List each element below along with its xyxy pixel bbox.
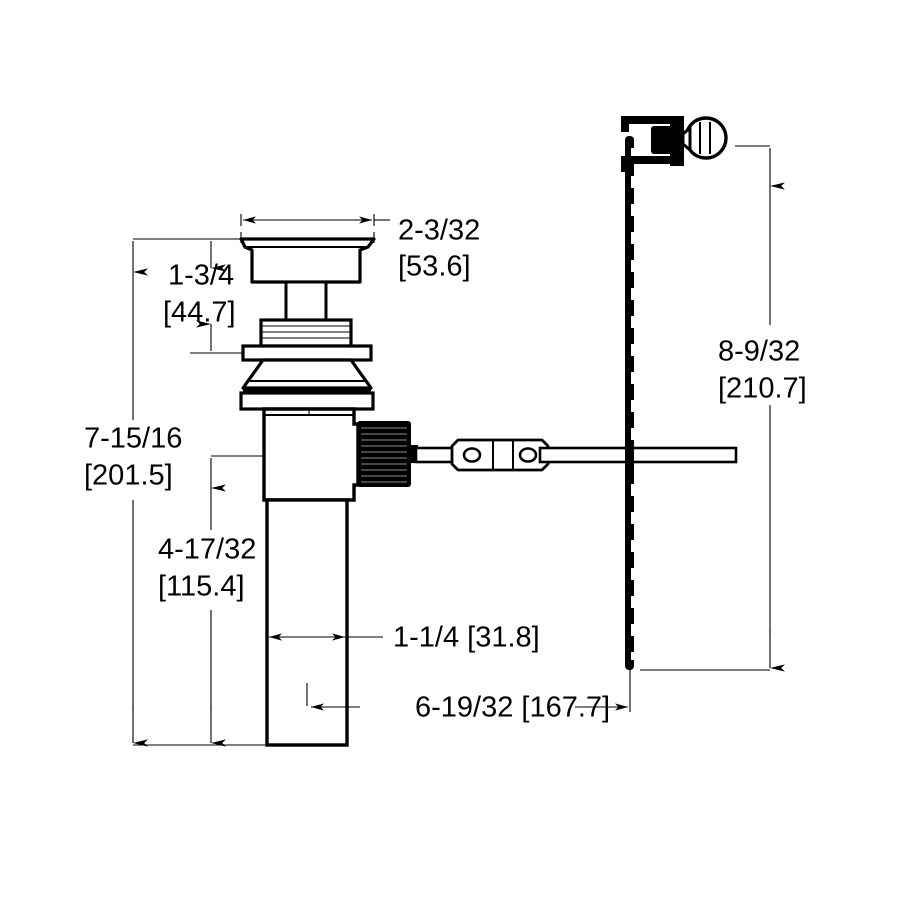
dimension-flange-diameter: 2-3/32 [53.6]	[240, 214, 480, 283]
dimension-tailpiece-length: 4-17/32 [115.4]	[158, 455, 267, 747]
dimension-tailpiece-diameter: 1-1/4 [31.8]	[269, 622, 540, 654]
dimension-label-tailpiece-diameter: 1-1/4 [31.8]	[393, 622, 540, 654]
dimension-label-overall-imperial: 7-15/16	[84, 423, 182, 455]
drain-body	[262, 407, 360, 502]
dimension-label-tailpiece-imperial: 4-17/32	[158, 534, 256, 566]
drain-body-assembly	[239, 237, 418, 747]
lift-rod-assembly	[621, 116, 728, 172]
lift-rod-top-arm	[621, 116, 684, 132]
dimension-label-flange-metric: [53.6]	[398, 251, 471, 283]
dimension-pivot-reach: 6-19/32 [167.7]	[306, 670, 631, 724]
pivot-rod-right	[538, 446, 738, 464]
dimension-overall-height: 7-15/16 [201.5]	[84, 238, 267, 747]
lift-rod-knob	[681, 116, 728, 160]
dimension-label-stopper-metric: [44.7]	[163, 297, 236, 329]
pivot-nut	[357, 421, 418, 487]
dimension-label-pivot-reach: 6-19/32 [167.7]	[415, 692, 610, 724]
dimension-label-tailpiece-metric: [115.4]	[158, 571, 245, 603]
dimension-label-stopper-imperial: 1-3/4	[168, 260, 234, 292]
dimension-label-liftrod-imperial: 8-9/32	[718, 336, 800, 368]
rubber-gasket	[241, 358, 373, 390]
flange-seat	[259, 318, 353, 348]
lock-nut	[239, 388, 375, 411]
dimension-stopper-height: 1-3/4 [44.7]	[163, 238, 243, 354]
pivot-rod-assembly	[414, 438, 738, 472]
sealing-washer	[241, 344, 373, 362]
tailpiece	[265, 498, 349, 747]
dimension-label-liftrod-metric: [210.7]	[718, 373, 807, 405]
dimension-label-overall-metric: [201.5]	[84, 460, 173, 492]
stopper-cap	[239, 237, 376, 284]
clevis-strap	[625, 136, 635, 670]
stopper-stem	[284, 280, 328, 322]
dimension-label-flange-imperial: 2-3/32	[398, 215, 480, 247]
dimension-lift-rod-height: 8-9/32 [210.7]	[640, 145, 807, 672]
spring-clip	[450, 438, 550, 472]
